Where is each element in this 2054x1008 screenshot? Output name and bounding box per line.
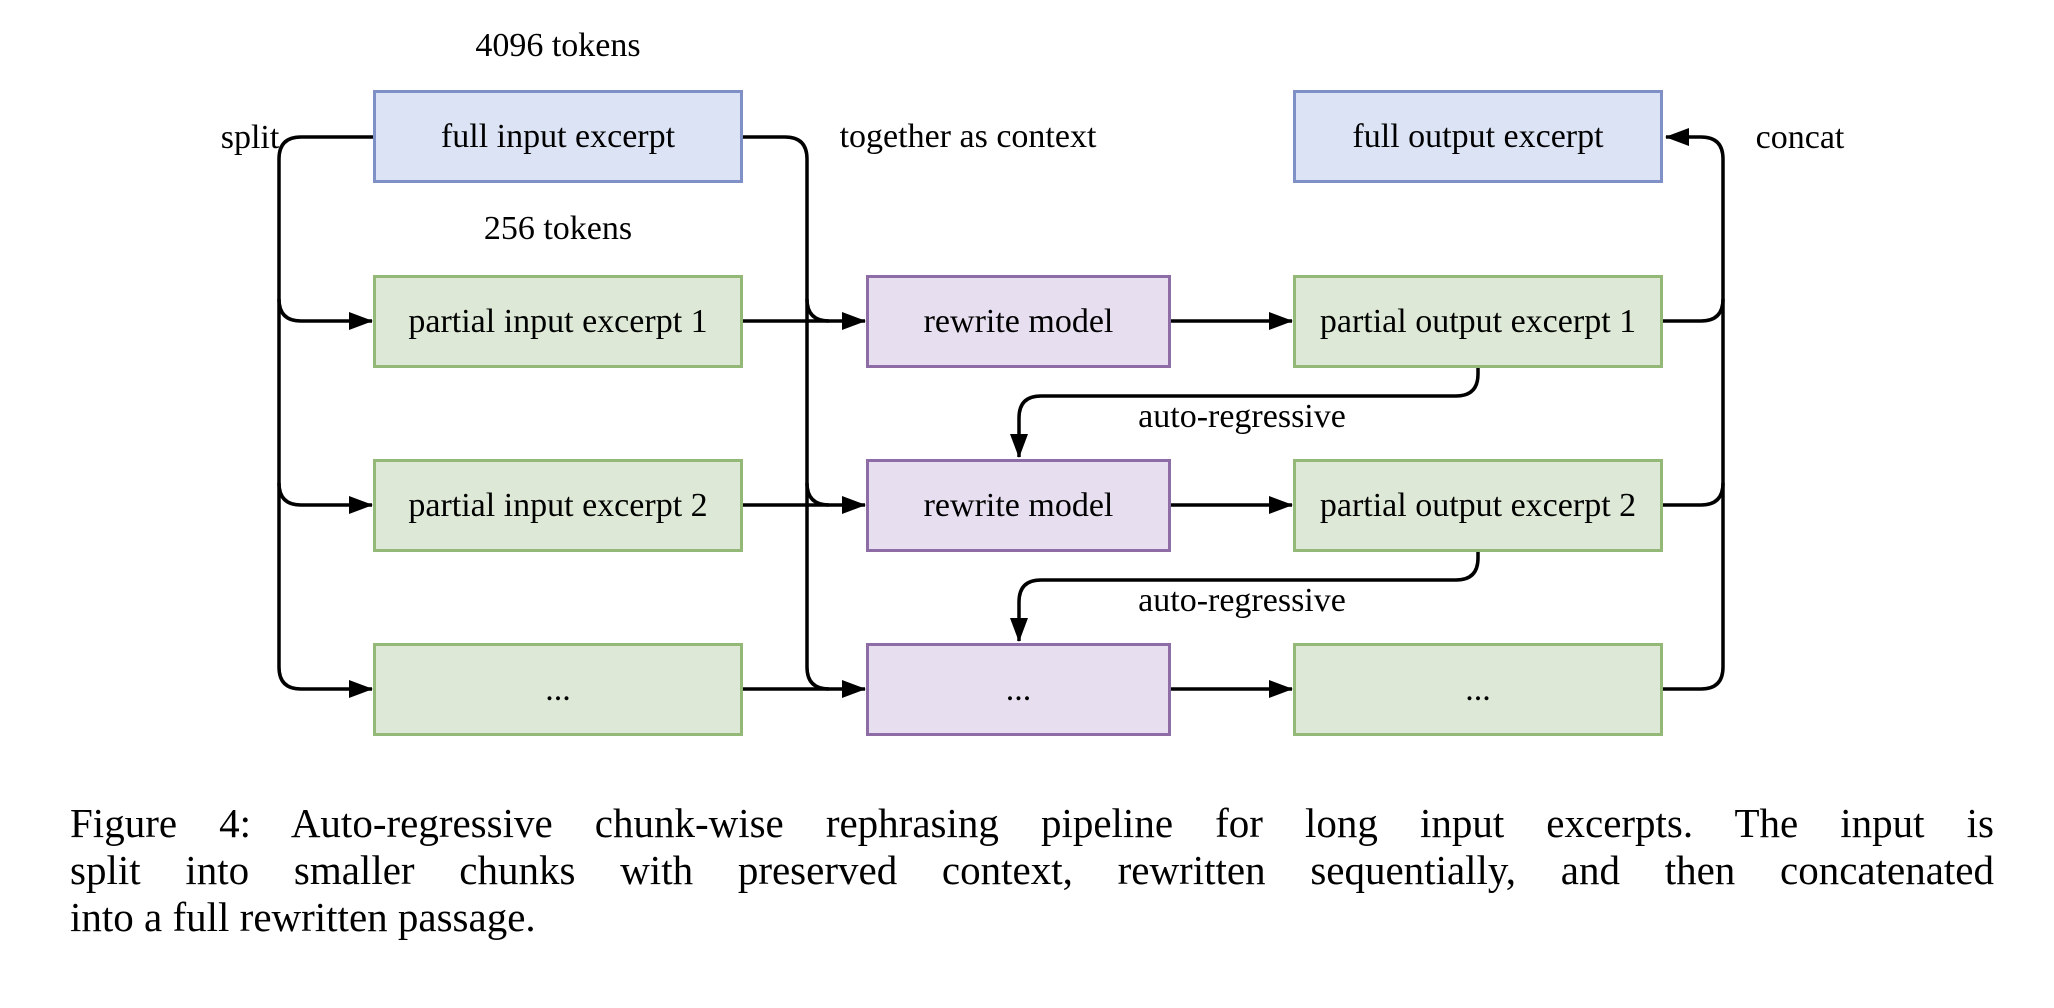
label-together-as-context: together as context [839,118,1097,155]
auto-regressive-arrow-1 [1010,368,1480,458]
split-line-main [277,135,373,698]
concat-branch-row1 [1663,298,1725,323]
box-partial-input-2: partial input excerpt 2 [373,459,743,552]
label-split: split [220,119,280,156]
box-full-input-excerpt: full input excerpt [373,90,743,183]
caption-line-3: into a full rewritten passage. [70,894,536,940]
box-rewrite-model-2: rewrite model [866,459,1171,552]
context-branch-row2 [805,482,830,507]
auto-regressive-arrow-2 [1010,552,1480,642]
caption-line-2: split into smaller chunks with preserved… [70,847,1994,893]
box-partial-output-more: ... [1293,643,1663,736]
box-rewrite-model-more: ... [866,643,1171,736]
caption-line-1: Figure 4: Auto-regressive chunk-wise rep… [70,800,1994,846]
box-partial-input-1: partial input excerpt 1 [373,275,743,368]
label-concat: concat [1755,119,1845,156]
box-partial-output-1: partial output excerpt 1 [1293,275,1663,368]
label-4096-tokens: 4096 tokens [475,27,641,64]
context-branch-row1 [805,298,830,323]
split-branch-row1 [277,298,373,330]
concat-line-main [1663,128,1725,691]
label-auto-regressive-1: auto-regressive [1138,398,1346,435]
box-partial-input-more: ... [373,643,743,736]
box-rewrite-model-1: rewrite model [866,275,1171,368]
label-256-tokens: 256 tokens [483,210,633,247]
context-line-main [743,135,830,691]
label-auto-regressive-2: auto-regressive [1138,582,1346,619]
box-full-output-excerpt: full output excerpt [1293,90,1663,183]
split-branch-row2 [277,482,373,514]
figure-caption: Figure 4: Auto-regressive chunk-wise rep… [70,800,1994,941]
concat-branch-row2 [1663,482,1725,507]
box-partial-output-2: partial output excerpt 2 [1293,459,1663,552]
